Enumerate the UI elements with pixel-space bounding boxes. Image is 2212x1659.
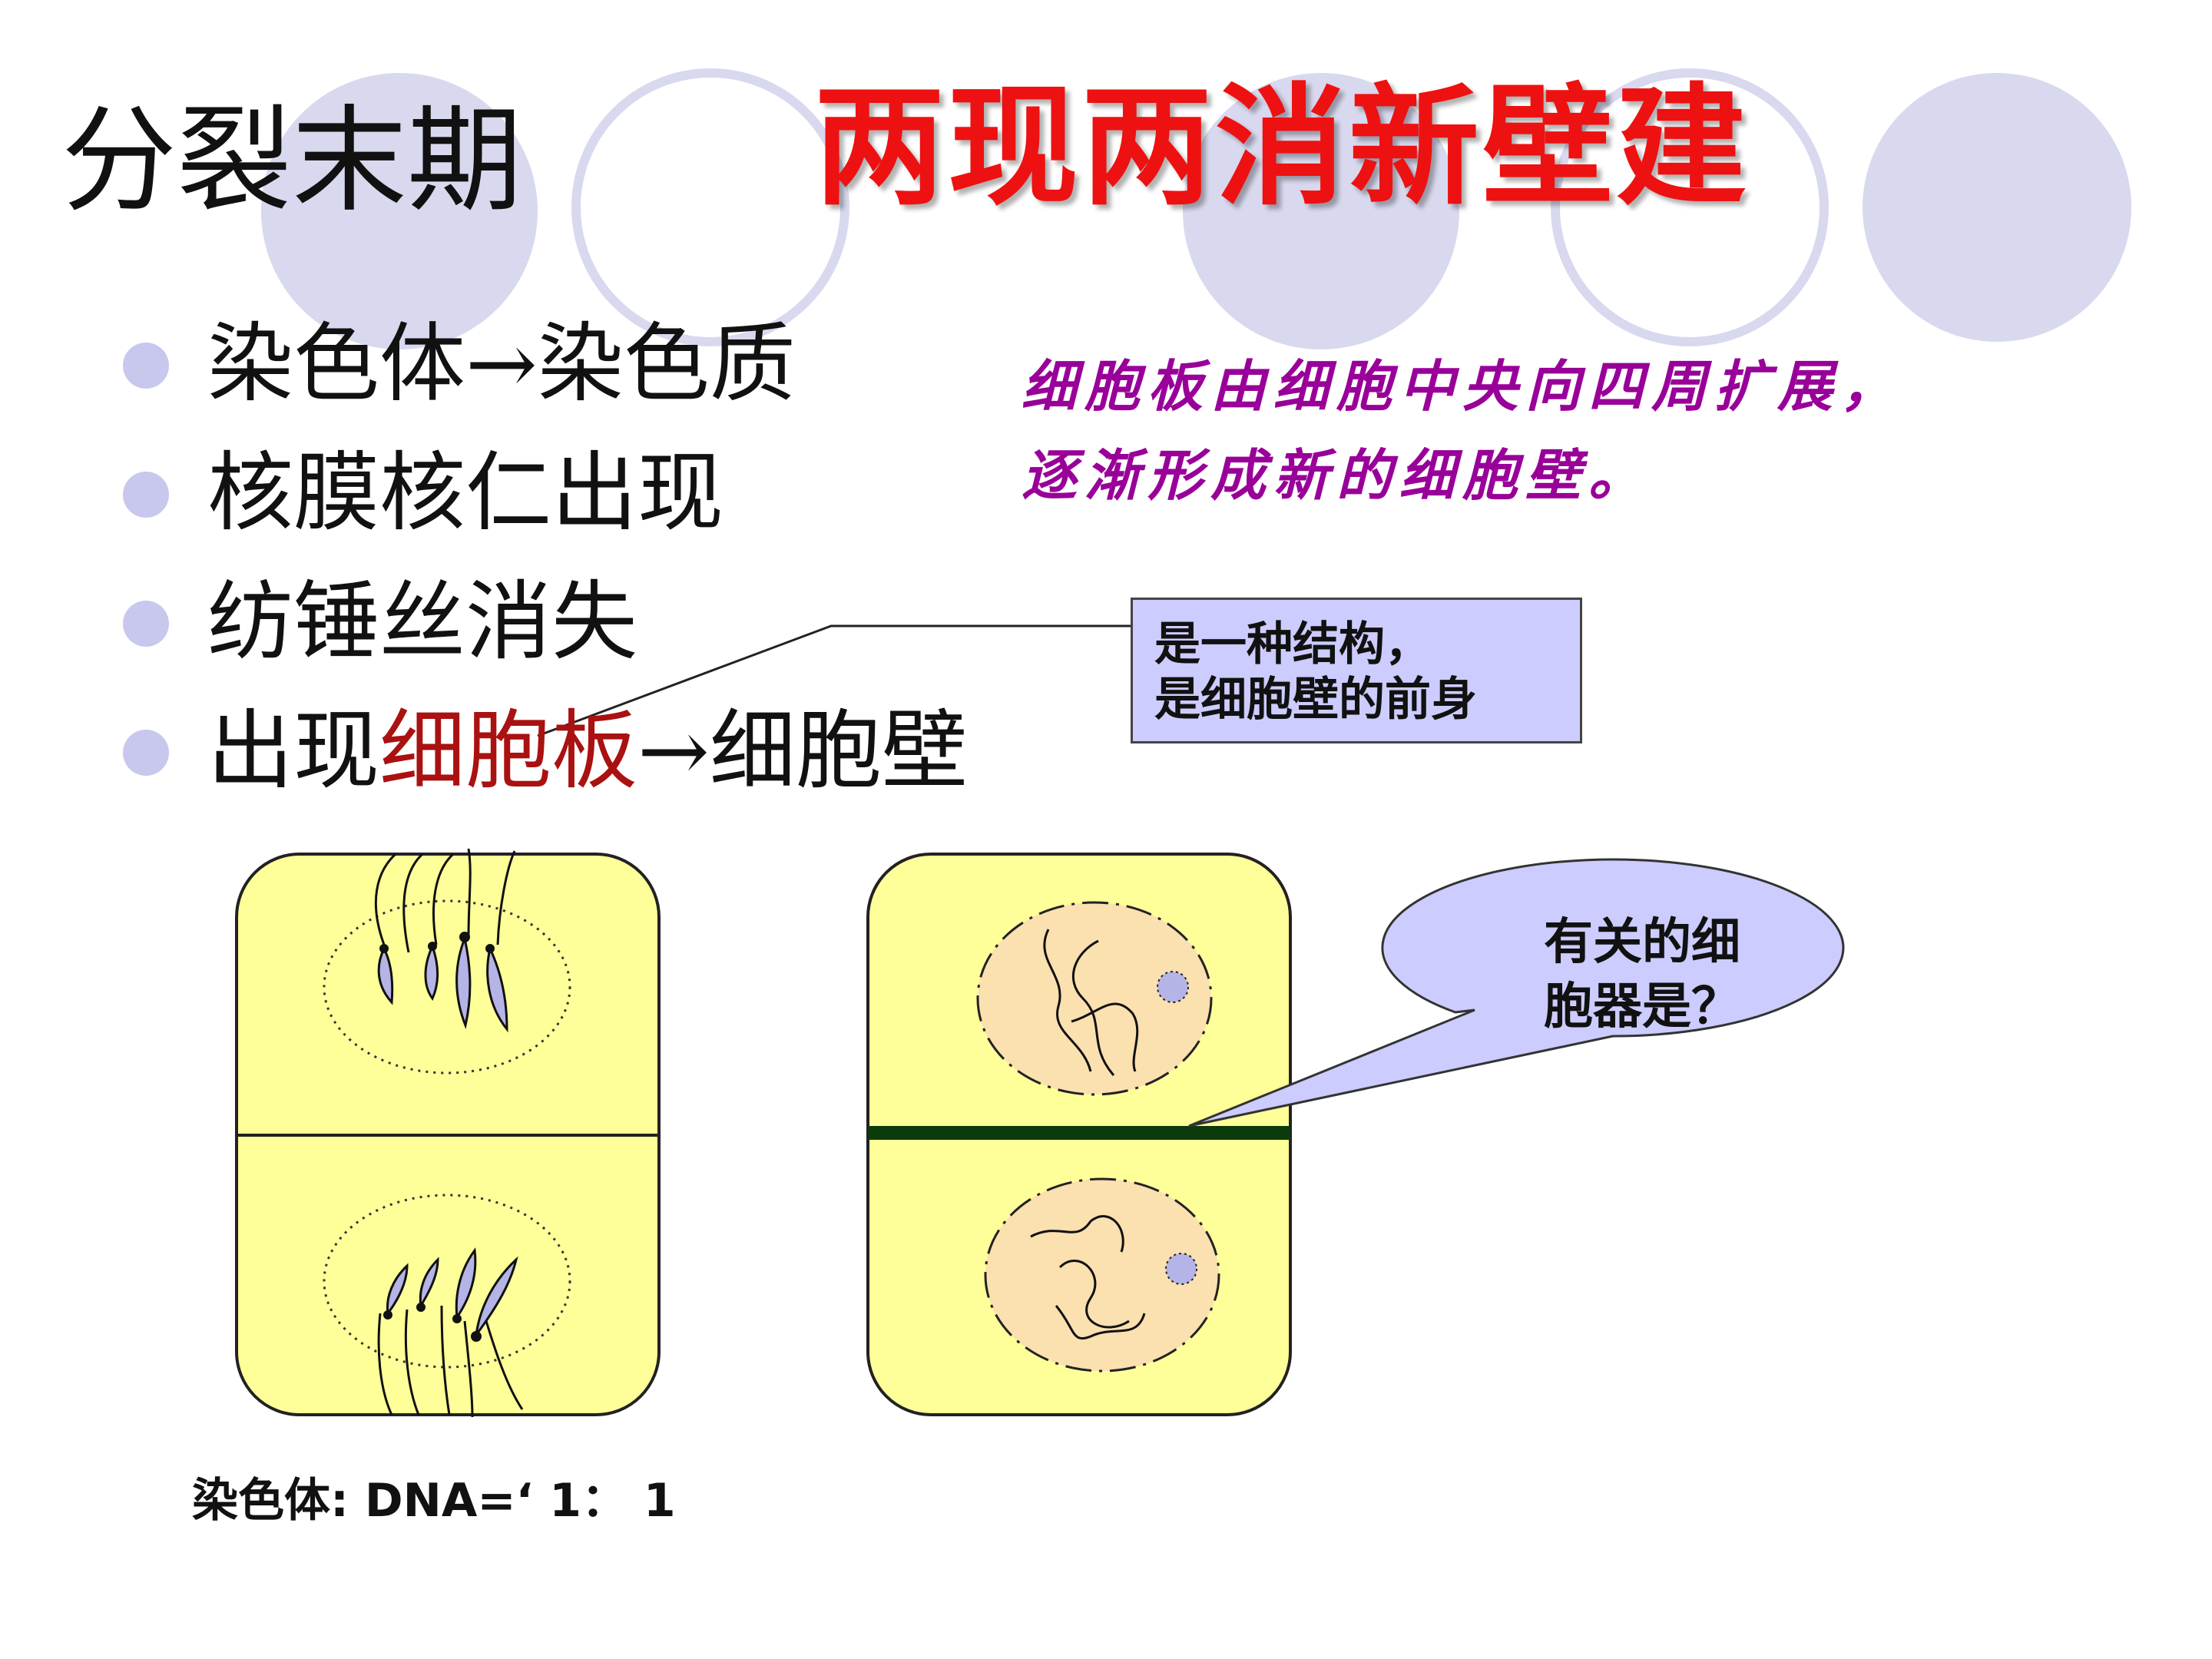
deco-circle-outline [1551,68,1829,346]
decorative-circles [261,68,2131,349]
bullet-item: 核膜核仁出现 [123,429,968,558]
chromatin-top [1043,929,1139,1076]
note-line-2: 逐渐形成新的细胞壁。 [1022,442,1652,508]
nucleolus-top [1157,971,1189,1003]
nucleus-region-top [323,899,571,1075]
callout-line-1: 是一种结构， [1154,618,1431,671]
bullet-dot-icon [123,472,169,518]
chromosome-dna-ratio: 染色体: DNA=‘ 1： 1 [192,1474,676,1528]
nucleus-bottom [984,1177,1220,1373]
deco-circle-outline [571,68,849,346]
spindle-fibers-bottom [377,1305,524,1418]
speech-bubble-shape [1188,858,1845,1128]
speech-bubble-text: 有关的细 胞器是？ [1544,910,1820,1039]
cell-left [235,848,661,1418]
cell-plate-note: 细胞板由细胞中央向四周扩展， 逐渐形成新的细胞壁。 [1022,342,2051,520]
centromeres-bottom [383,1303,482,1342]
deco-circle-filled [1183,73,1459,349]
bullet-item: 染色体→染色质 [123,300,968,429]
centromeres-top [379,932,495,953]
nucleus-region-bottom [323,1194,571,1369]
bullet-list: 染色体→染色质 核膜核仁出现 纺锤丝消失 出现细胞板→细胞壁 [123,300,968,816]
bullet-text-suffix: →细胞壁 [637,701,968,801]
note-line-1: 细胞板由细胞中央向四周扩展， [1022,353,1904,419]
nucleus-top [976,901,1213,1096]
bullet-dot-icon [123,730,169,776]
nucleolus-bottom [1165,1253,1197,1285]
deco-circle-filled [1863,73,2131,342]
bubble-line-2: 胞器是？ [1544,979,1740,1035]
cell-plate-term: 细胞板 [379,701,637,801]
chromatids-bottom [386,1247,518,1336]
bullet-item: 纺锤丝消失 [123,558,968,687]
callout-box: 是一种结构， 是细胞壁的前身 [1131,598,1582,743]
bullet-text: 纺锤丝消失 [207,572,637,672]
deco-circle-filled [261,73,538,349]
cell-right [866,853,1292,1416]
headline: 两现两消新壁建 [814,71,1750,224]
spindle-fibers-top [374,848,516,953]
bubble-line-1: 有关的细 [1544,914,1740,971]
cell-plate [868,1126,1290,1140]
chromatids-top [377,934,508,1033]
bullet-text-prefix: 出现 [207,701,379,801]
bullet-text: 染色体→染色质 [207,314,796,414]
bullet-dot-icon [123,343,169,389]
bullet-text: 核膜核仁出现 [207,443,724,543]
chromatin-bottom [1030,1215,1146,1340]
slide-title: 分裂末期 [61,94,523,228]
bullet-item: 出现细胞板→细胞壁 [123,687,968,816]
callout-connector [537,624,1131,737]
bullet-dot-icon [123,601,169,647]
callout-line-2: 是细胞壁的前身 [1154,673,1477,727]
